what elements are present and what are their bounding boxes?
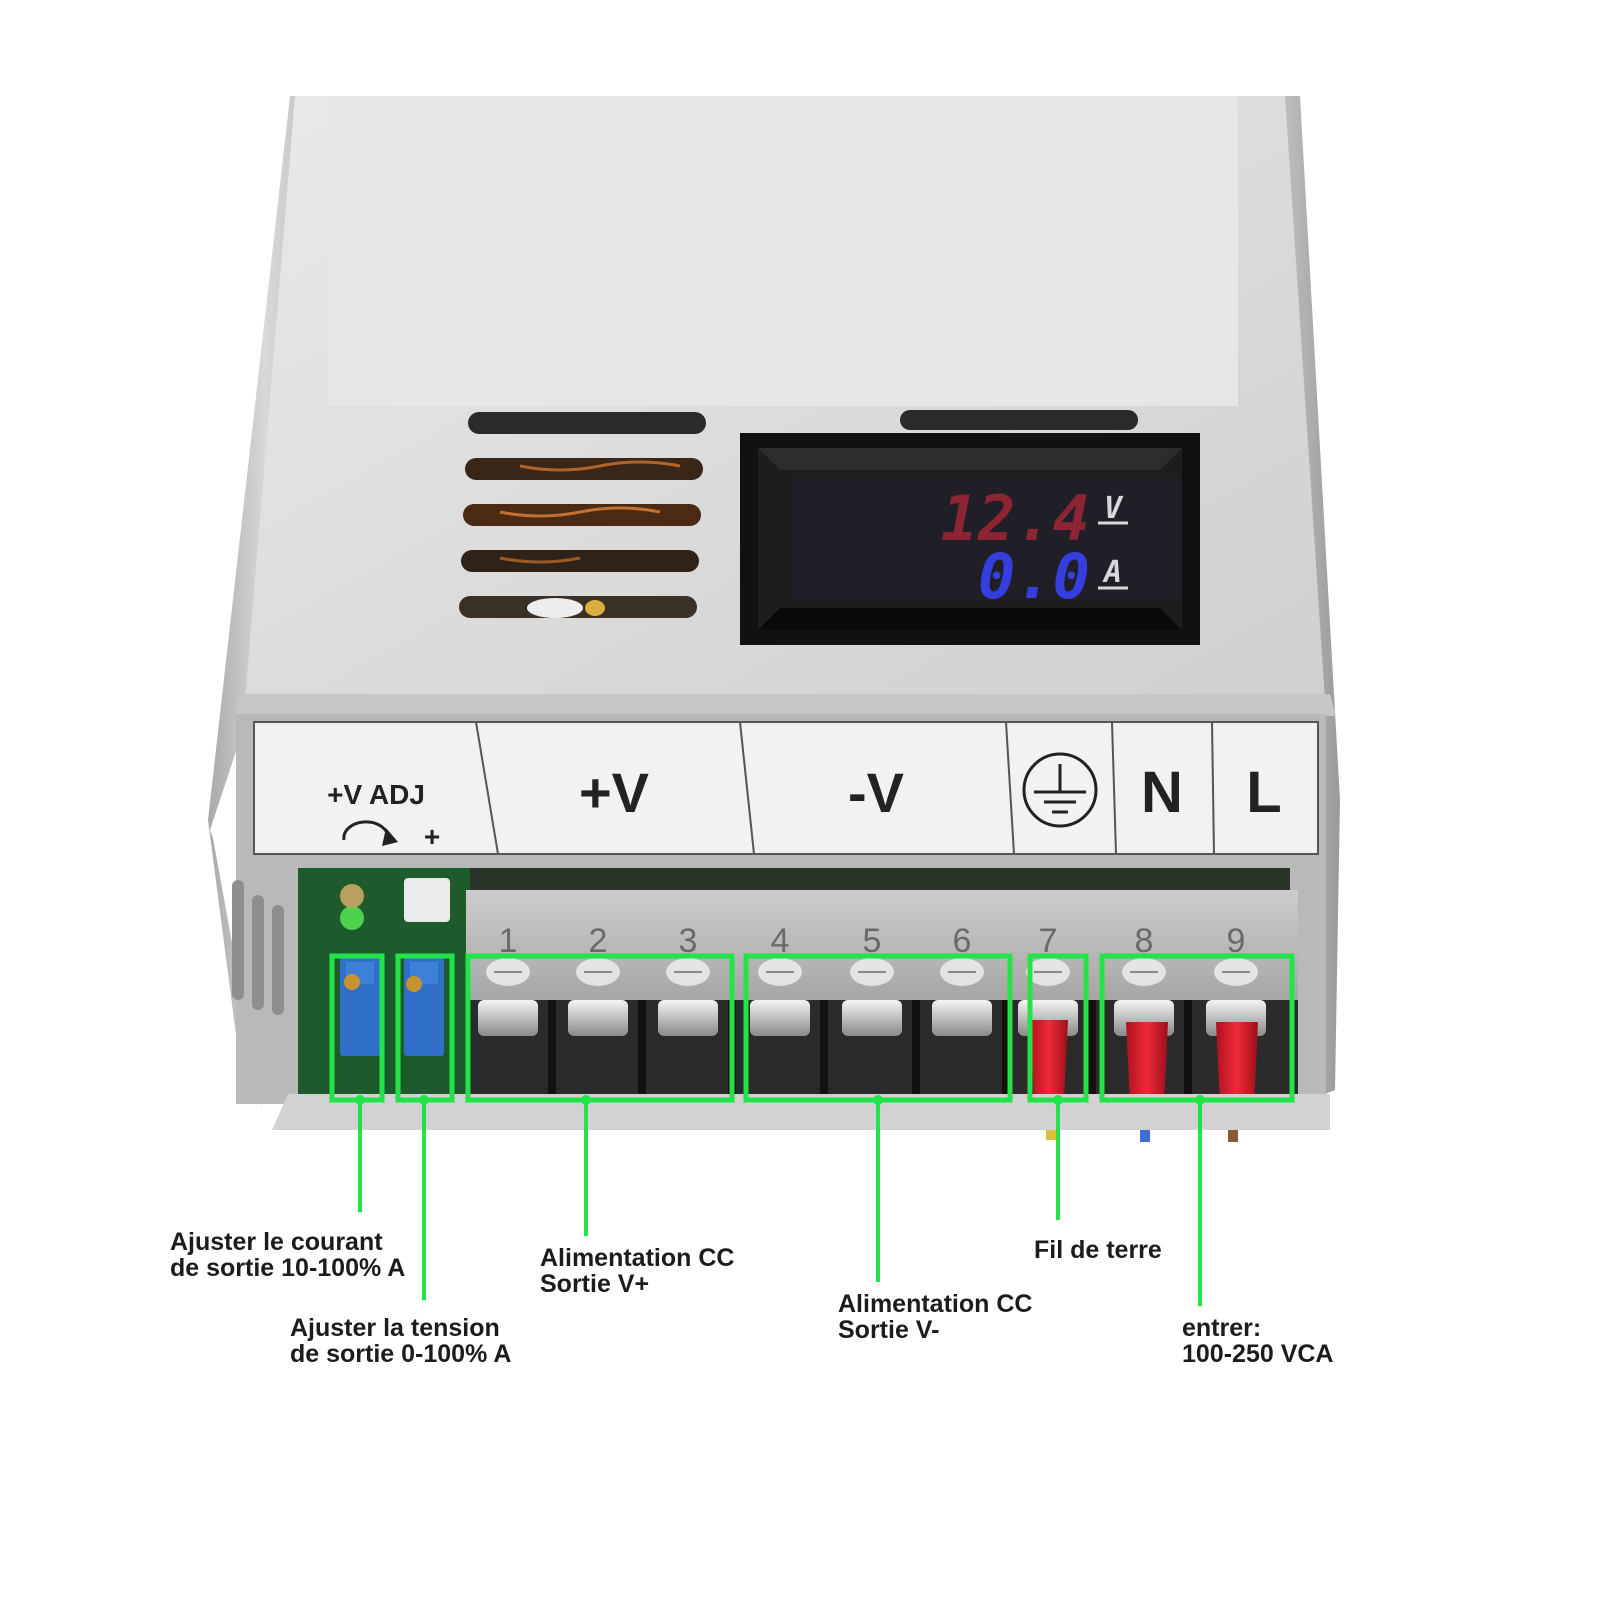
vent-slot — [461, 550, 699, 572]
adjust-arrow-icon — [342, 820, 390, 841]
callout-lines — [355, 1095, 1205, 1306]
adj-plus-label: + — [424, 821, 440, 852]
top-cover-plate — [328, 96, 1238, 406]
voltage-reading: 12.4 — [941, 482, 1090, 555]
wire-lug-9 — [1216, 1022, 1258, 1104]
l-label: L — [1246, 760, 1281, 825]
front-lip — [236, 694, 1336, 716]
voltage-unit: V — [1104, 491, 1124, 526]
indicator-led — [340, 906, 364, 930]
callout-anchor-dot — [419, 1095, 429, 1105]
vent-slot — [900, 410, 1138, 430]
label-strip: +V ADJ + +V -V N L — [253, 721, 1319, 855]
terminal-number: 4 — [771, 922, 790, 960]
wire-lug-8 — [1126, 1022, 1168, 1104]
terminal-screw[interactable] — [750, 958, 810, 1036]
callout-anchor-dot — [1195, 1095, 1205, 1105]
terminal-block: 1 2 3 4 5 6 7 8 9 — [466, 890, 1298, 1142]
terminal-number: 9 — [1227, 922, 1246, 960]
callout-anchor-dot — [1053, 1095, 1063, 1105]
terminal-screw[interactable] — [842, 958, 902, 1036]
voltage-adjust-screw[interactable] — [406, 976, 422, 992]
vent-slots — [459, 410, 1138, 618]
terminal-number: 3 — [679, 922, 698, 960]
highlight-dc-output-plus — [465, 953, 735, 1103]
terminal-number: 2 — [589, 922, 608, 960]
terminal-screw[interactable] — [932, 958, 992, 1036]
callout-anchor-dot — [873, 1095, 883, 1105]
vent-slot — [463, 504, 701, 526]
terminal-screw[interactable] — [658, 958, 718, 1036]
earth-ground-icon — [1022, 752, 1098, 828]
digital-meter: 12.4 V 0.0 A — [740, 433, 1200, 645]
minus-v-label: -V — [848, 761, 904, 824]
vent-slot — [468, 412, 706, 434]
callout-anchor-dot — [581, 1095, 591, 1105]
current-unit: A — [1102, 555, 1122, 590]
wire-lug-7 — [1030, 1020, 1068, 1100]
side-vent — [232, 880, 284, 1015]
callout-anchor-dot — [355, 1095, 365, 1105]
current-adjust-screw[interactable] — [344, 974, 360, 990]
plus-v-label: +V — [579, 761, 649, 824]
terminal-number: 5 — [863, 922, 882, 960]
adjust-arrow-head — [382, 828, 398, 846]
callout-ground-wire: Fil de terre — [1034, 1236, 1162, 1264]
chassis-base — [272, 1094, 1330, 1130]
meter-screen — [792, 478, 1182, 600]
terminal-number: 6 — [953, 922, 972, 960]
terminal-screw[interactable] — [568, 958, 628, 1036]
terminal-number: 7 — [1039, 922, 1058, 960]
adj-label: +V ADJ — [327, 779, 425, 810]
callout-ac-input: entrer:100-250 VCA — [1182, 1314, 1333, 1368]
terminal-number: 8 — [1135, 922, 1154, 960]
header-connector — [404, 878, 450, 922]
n-label: N — [1141, 760, 1183, 825]
terminal-number: 1 — [499, 922, 518, 960]
current-reading: 0.0 — [978, 540, 1090, 613]
terminal-screw[interactable] — [478, 958, 538, 1036]
